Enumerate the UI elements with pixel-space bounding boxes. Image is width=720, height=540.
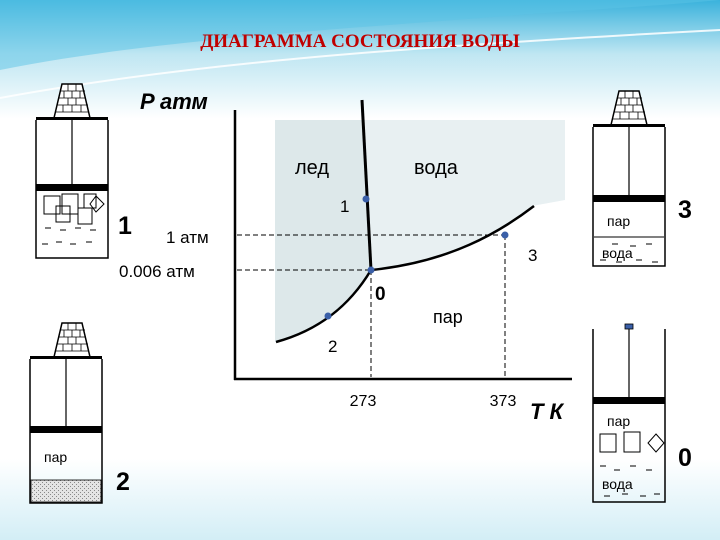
- y-tick-1atm: 1 атм: [166, 228, 209, 247]
- cylinder-0: пар вода 0: [592, 323, 692, 503]
- cylinder-1-ice-cubes: [43, 193, 105, 225]
- cylinder-1-liquid-dashes: [42, 227, 96, 245]
- point-0-label: 0: [375, 284, 386, 305]
- point-3-label: 3: [528, 246, 537, 265]
- cylinder-0-water-dashes: [600, 465, 660, 497]
- cylinder-3-piston: [593, 195, 665, 202]
- point-1-marker: [362, 195, 370, 203]
- cylinder-1: 1: [35, 83, 132, 259]
- cylinder-2-solid: [30, 479, 102, 503]
- cylinder-3-liquid-label: вода: [602, 245, 633, 261]
- ice-region: [275, 120, 371, 342]
- phase-diagram: P атм T К 1 атм 0.006 атм 273 373 лед во…: [119, 89, 572, 424]
- cylinder-1-weight-bricks: [55, 84, 89, 113]
- cylinder-0-liquid-label: вода: [602, 476, 633, 492]
- cylinder-0-weight: [624, 323, 634, 330]
- cylinder-2-gas-label: пар: [44, 449, 67, 465]
- cylinder-3-weight-bricks: [612, 91, 646, 120]
- cylinder-3-water-dashes: [600, 243, 658, 263]
- region-label-water: вода: [414, 157, 459, 179]
- cylinder-2-piston: [30, 426, 102, 433]
- region-label-vapor: пар: [433, 307, 463, 327]
- cylinder-0-piston: [593, 397, 665, 404]
- x-tick-373: 373: [490, 393, 517, 410]
- cylinder-3-gas-label: пар: [607, 213, 630, 229]
- point-3-marker: [501, 231, 509, 239]
- y-axis-label: P атм: [140, 89, 208, 114]
- point-2-label: 2: [328, 337, 337, 356]
- region-label-ice: лед: [295, 157, 329, 179]
- cylinder-0-walls: [592, 329, 666, 503]
- cylinder-0-number: 0: [678, 444, 692, 472]
- vaporization-curve: [370, 205, 535, 272]
- x-tick-273: 273: [350, 393, 377, 410]
- sublimation-curve: [275, 269, 373, 344]
- slide-title: ДИАГРАММА СОСТОЯНИЯ ВОДЫ: [200, 31, 520, 52]
- y-tick-0006atm: 0.006 атм: [119, 262, 195, 281]
- background-wave: [0, 0, 720, 70]
- cylinder-0-gas-label: пар: [607, 413, 630, 429]
- cylinder-2: пар 2: [29, 322, 130, 504]
- cylinder-2-weight-bricks: [55, 323, 89, 352]
- point-0-marker: [367, 266, 375, 274]
- cylinder-0-ice-cubes: [599, 431, 665, 453]
- cylinder-3-number: 3: [678, 196, 692, 224]
- cylinder-1-piston: [36, 184, 108, 191]
- melting-curve: [360, 99, 373, 271]
- cylinder-2-number: 2: [116, 468, 130, 496]
- point-1-label: 1: [340, 197, 349, 216]
- cylinder-3: пар вода 3: [592, 90, 692, 267]
- x-axis-label: T К: [530, 399, 565, 424]
- water-region: [362, 120, 565, 270]
- cylinder-1-number: 1: [118, 212, 132, 240]
- point-2-marker: [324, 312, 332, 320]
